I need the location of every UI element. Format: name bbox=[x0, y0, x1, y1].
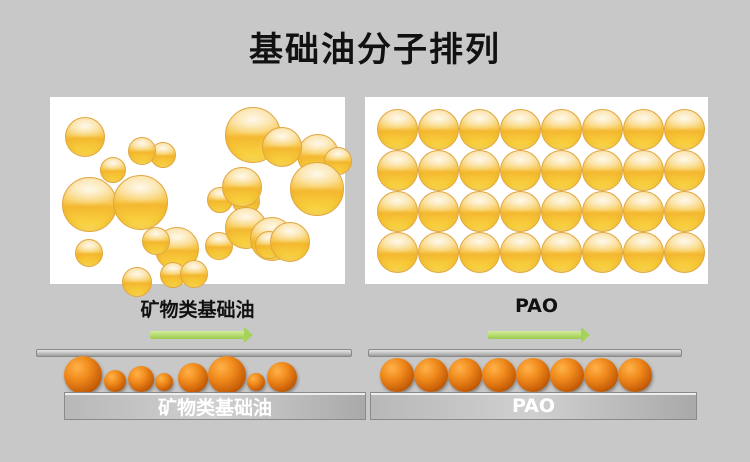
oil-molecule-icon bbox=[377, 109, 418, 150]
oil-molecule-icon bbox=[377, 232, 418, 273]
lubricant-molecule-icon bbox=[104, 370, 126, 392]
lubricant-molecule-icon bbox=[128, 366, 154, 392]
oil-molecule-icon bbox=[65, 117, 105, 157]
oil-molecule-icon bbox=[623, 191, 664, 232]
oil-molecule-icon bbox=[500, 191, 541, 232]
motion-arrow-icon bbox=[488, 327, 590, 343]
oil-molecule-icon bbox=[541, 109, 582, 150]
oil-molecule-icon bbox=[541, 232, 582, 273]
diagram-title: 基础油分子排列 bbox=[249, 30, 501, 70]
oil-molecule-icon bbox=[623, 150, 664, 191]
oil-molecule-icon bbox=[459, 150, 500, 191]
lubricant-molecule-icon bbox=[584, 358, 618, 392]
mineral-oil-top-plate bbox=[36, 349, 352, 357]
oil-molecule-icon bbox=[459, 191, 500, 232]
oil-molecule-icon bbox=[582, 232, 623, 273]
oil-molecule-icon bbox=[623, 232, 664, 273]
oil-molecule-icon bbox=[664, 191, 705, 232]
oil-molecule-icon bbox=[122, 267, 152, 297]
lubricant-molecule-icon bbox=[448, 358, 482, 392]
oil-molecule-icon bbox=[270, 222, 310, 262]
lubricant-molecule-icon bbox=[247, 373, 265, 391]
oil-molecule-icon bbox=[62, 177, 117, 232]
lubricant-molecule-icon bbox=[178, 363, 208, 393]
oil-molecule-icon bbox=[418, 150, 459, 191]
oil-molecule-icon bbox=[500, 232, 541, 273]
oil-molecule-icon bbox=[222, 167, 262, 207]
oil-molecule-icon bbox=[500, 150, 541, 191]
oil-molecule-icon bbox=[623, 109, 664, 150]
lubricant-molecule-icon bbox=[516, 358, 550, 392]
oil-molecule-icon bbox=[500, 109, 541, 150]
pao-top-plate bbox=[368, 349, 682, 357]
oil-molecule-icon bbox=[142, 227, 170, 255]
lubricant-molecule-icon bbox=[64, 356, 102, 394]
lubricant-molecule-icon bbox=[380, 358, 414, 392]
mineral-oil-slab-label: 矿物类基础油 bbox=[157, 396, 272, 419]
mineral-oil-base-slab: 矿物类基础油 bbox=[64, 392, 366, 420]
oil-molecule-icon bbox=[459, 232, 500, 273]
oil-molecule-icon bbox=[377, 150, 418, 191]
mineral-oil-label: 矿物类基础油 bbox=[140, 299, 255, 321]
lubricant-molecule-icon bbox=[414, 358, 448, 392]
lubricant-molecule-icon bbox=[550, 358, 584, 392]
oil-molecule-icon bbox=[262, 127, 302, 167]
pao-molecule-panel bbox=[365, 97, 708, 284]
oil-molecule-icon bbox=[180, 260, 208, 288]
oil-molecule-icon bbox=[582, 150, 623, 191]
motion-arrow-icon bbox=[150, 327, 253, 343]
oil-molecule-icon bbox=[582, 191, 623, 232]
oil-molecule-icon bbox=[113, 175, 168, 230]
oil-molecule-icon bbox=[664, 150, 705, 191]
pao-label: PAO bbox=[514, 295, 559, 317]
mineral-oil-molecule-panel bbox=[50, 97, 352, 297]
lubricant-molecule-icon bbox=[482, 358, 516, 392]
lubricant-molecule-icon bbox=[155, 373, 173, 391]
pao-slab-label: PAO bbox=[511, 395, 556, 417]
oil-molecule-icon bbox=[664, 109, 705, 150]
oil-molecule-icon bbox=[377, 191, 418, 232]
pao-base-slab: PAO bbox=[370, 392, 697, 420]
lubricant-molecule-icon bbox=[618, 358, 652, 392]
oil-molecule-icon bbox=[290, 162, 344, 216]
oil-molecule-icon bbox=[418, 191, 459, 232]
oil-molecule-icon bbox=[582, 109, 623, 150]
oil-molecule-icon bbox=[664, 232, 705, 273]
lubricant-molecule-icon bbox=[267, 362, 297, 392]
lubricant-molecule-icon bbox=[208, 356, 246, 394]
oil-molecule-icon bbox=[128, 137, 156, 165]
oil-molecule-icon bbox=[541, 150, 582, 191]
oil-molecule-icon bbox=[459, 109, 500, 150]
oil-molecule-icon bbox=[418, 232, 459, 273]
oil-molecule-icon bbox=[100, 157, 126, 183]
oil-molecule-icon bbox=[541, 191, 582, 232]
oil-molecule-icon bbox=[418, 109, 459, 150]
oil-molecule-icon bbox=[75, 239, 103, 267]
